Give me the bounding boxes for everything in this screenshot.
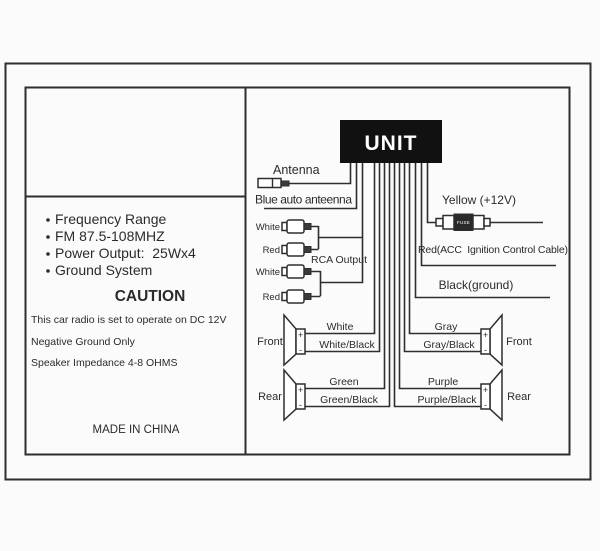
speaker-rear-left: + - Rear Green Green/Black: [258, 367, 379, 422]
wire-gray: [408, 163, 481, 335]
rca-plug-white-1: White: [256, 219, 312, 234]
wire-purple-black: [393, 163, 481, 408]
speaker-position-label: Rear: [507, 391, 531, 403]
antenna-plug-icon: [257, 177, 290, 189]
wire-red-acc: [420, 163, 556, 267]
spec-power-output: Power Output: 25Wx4: [55, 245, 196, 261]
speaker-driver-icon: [295, 383, 306, 410]
speaker-front-left: + - Front White White/Black: [257, 312, 375, 367]
antenna-label: Antenna: [273, 163, 320, 177]
blue-auto-antenna-label: Blue auto anteenna: [255, 193, 352, 207]
wire-label-green-black: Green/Black: [320, 394, 379, 406]
unit-box: [340, 120, 442, 163]
rca-label-white-2: White: [256, 267, 280, 278]
unit-label: UNIT: [365, 132, 418, 155]
wire-antenna: [289, 163, 352, 185]
wire-harness: [264, 163, 556, 408]
power-section: Yellow (+12V) FUSE Red(ACC Ignition Cont…: [418, 193, 568, 292]
speaker-driver-icon: [480, 383, 491, 410]
caution-line-ground: Negative Ground Only: [31, 336, 136, 348]
inner-frame: [24, 86, 571, 456]
speaker-cone-icon: [283, 367, 297, 422]
wire-white: [305, 163, 376, 335]
rca-label-white-1: White: [256, 222, 280, 233]
wire-black-ground: [414, 163, 550, 299]
wire-green: [305, 163, 386, 390]
bullet-dot: [46, 252, 50, 256]
wire-label-white-black: White/Black: [319, 339, 375, 351]
rca-output-label: RCA Output: [311, 254, 367, 266]
bullet-dot: [46, 218, 50, 222]
speaker-plus: +: [483, 385, 488, 395]
outer-frame: [4, 62, 592, 481]
wire-label-green: Green: [329, 376, 358, 388]
fuse-icon: FUSE: [435, 213, 491, 231]
spec-fm-band: FM 87.5-108MHZ: [55, 228, 165, 244]
spec-frequency-range: Frequency Range: [55, 211, 167, 227]
wire-blue-auto-antenna: [264, 163, 358, 210]
rca-output-section: White Red White Red RCA Output: [256, 219, 367, 304]
speaker-driver-icon: [480, 328, 491, 355]
rca-label-red-2: Red: [263, 292, 280, 303]
speaker-minus: -: [299, 400, 302, 410]
speaker-plus: +: [298, 385, 303, 395]
spec-list: Frequency Range FM 87.5-108MHZ Power Out…: [46, 211, 196, 278]
speaker-position-label: Front: [257, 336, 283, 348]
wire-label-purple: Purple: [428, 376, 459, 388]
antenna-section: Antenna Blue auto anteenna: [255, 163, 352, 207]
caution-block: CAUTION This car radio is set to operate…: [31, 288, 227, 369]
spec-ground-system: Ground System: [55, 262, 152, 278]
wire-white-black: [305, 163, 381, 353]
speaker-plus: +: [298, 330, 303, 340]
speaker-driver-icon: [295, 328, 306, 355]
head-unit: UNIT: [340, 120, 442, 163]
yellow-12v-label: Yellow (+12V): [442, 193, 516, 207]
speaker-minus: -: [484, 400, 487, 410]
speaker-cone-icon: [489, 367, 503, 422]
speaker-front-right: + - Front Gray Gray/Black: [423, 312, 532, 367]
rca-plug-white-2: White: [256, 264, 312, 279]
rca-pair1-leads: [311, 225, 320, 251]
speaker-minus: -: [299, 345, 302, 355]
fuse-label: FUSE: [457, 220, 470, 225]
wire-label-gray-black: Gray/Black: [423, 339, 475, 351]
made-in-china-label: MADE IN CHINA: [93, 424, 180, 436]
speaker-minus: -: [484, 345, 487, 355]
speaker-rear-right: + - Rear Purple Purple/Black: [418, 367, 531, 422]
caution-line-dc12v: This car radio is set to operate on DC 1…: [31, 314, 227, 326]
speaker-plus: +: [483, 330, 488, 340]
wire-label-purple-black: Purple/Black: [418, 394, 478, 406]
speaker-cone-icon: [283, 312, 297, 367]
caution-title: CAUTION: [115, 288, 186, 305]
wire-gray-black: [403, 163, 481, 353]
rca-plug-red-1: Red: [263, 242, 312, 257]
wire-label-gray: Gray: [435, 321, 459, 333]
black-ground-label: Black(ground): [439, 278, 514, 292]
wire-green-black: [305, 163, 391, 408]
caution-line-impedance: Speaker Impedance 4-8 OHMS: [31, 357, 178, 369]
speaker-position-label: Front: [506, 336, 532, 348]
speaker-position-label: Rear: [258, 391, 282, 403]
wire-label-white: White: [327, 321, 354, 333]
red-acc-label: Red(ACC Ignition Control Cable): [418, 244, 568, 256]
wire-rca-bus: [320, 163, 364, 284]
wire-yellow-to-fuse: [426, 163, 436, 224]
rca-plug-red-2: Red: [263, 289, 312, 304]
speaker-cone-icon: [489, 312, 503, 367]
bullet-dot: [46, 235, 50, 239]
rca-label-red-1: Red: [263, 245, 280, 256]
rca-pair2-leads: [311, 270, 322, 298]
bullet-dot: [46, 269, 50, 273]
wire-purple: [398, 163, 481, 390]
